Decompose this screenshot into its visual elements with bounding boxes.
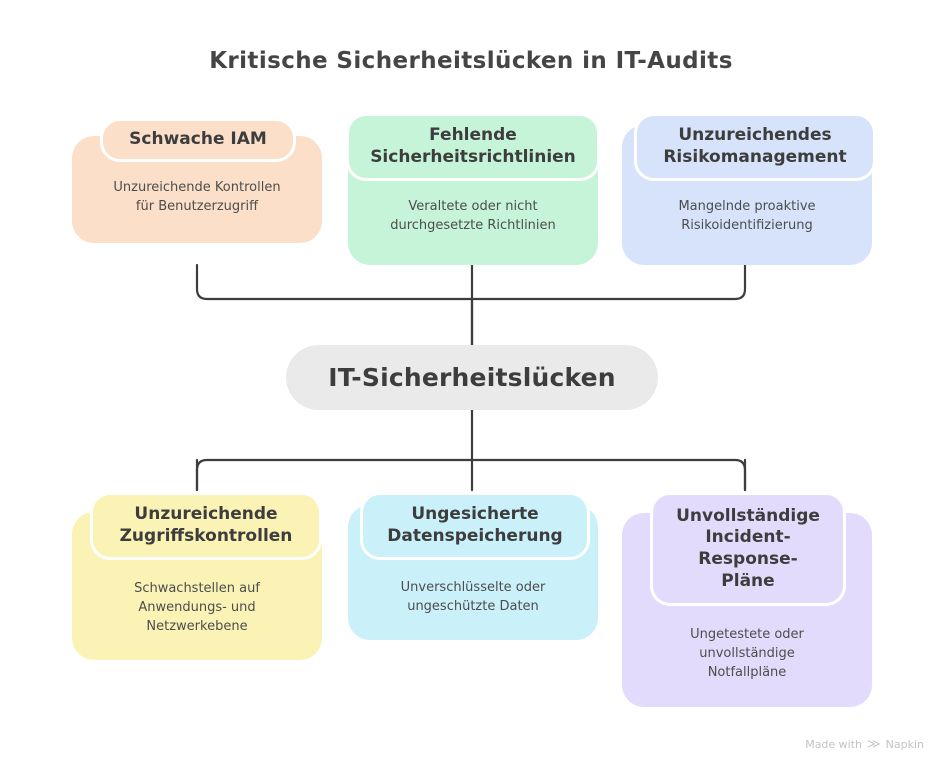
center-node-label: IT-Sicherheitslücken bbox=[328, 363, 616, 392]
card-heading: Ungesicherte Datenspeicherung bbox=[387, 504, 563, 546]
card-unzureichendes-risikomanagement-body: Mangelnde proaktive Risikoidentifizierun… bbox=[678, 199, 816, 234]
card-unzureichende-zugriffskontrollen-body: Schwachstellen auf Anwendungs- und Netzw… bbox=[134, 581, 260, 635]
card-schwache-iam-heading-pill[interactable]: Schwache IAM bbox=[100, 118, 296, 162]
card-ungesicherte-datenspeicherung-heading-pill[interactable]: Ungesicherte Datenspeicherung bbox=[360, 492, 590, 560]
napkin-watermark: Made with ≫ Napkin bbox=[805, 738, 924, 751]
card-ungesicherte-datenspeicherung-body: Unverschlüsselte oder ungeschützte Daten bbox=[400, 580, 546, 615]
card-heading: Unzureichende Zugriffskontrollen bbox=[119, 504, 293, 546]
card-heading: Schwache IAM bbox=[129, 129, 267, 150]
card-heading: Fehlende Sicherheitsrichtlinien bbox=[370, 125, 576, 167]
card-fehlende-sicherheitsrichtlinien-heading-pill[interactable]: Fehlende Sicherheitsrichtlinien bbox=[346, 113, 600, 181]
card-schwache-iam-body: Unzureichende Kontrollen für Benutzerzug… bbox=[113, 180, 281, 215]
card-fehlende-sicherheitsrichtlinien-body: Veraltete oder nicht durchgesetzte Richt… bbox=[390, 199, 556, 234]
card-heading: Unvollständige Incident- Response- Pläne bbox=[676, 505, 820, 591]
center-node[interactable]: IT-Sicherheitslücken bbox=[286, 345, 658, 410]
card-heading: Unzureichendes Risikomanagement bbox=[663, 125, 847, 167]
watermark-brand: Napkin bbox=[885, 738, 924, 751]
watermark-prefix: Made with bbox=[805, 738, 863, 751]
card-unzureichendes-risikomanagement-heading-pill[interactable]: Unzureichendes Risikomanagement bbox=[634, 113, 876, 181]
napkin-logo-icon: ≫ bbox=[867, 737, 881, 752]
card-unvollstaendige-incident-response-plaene-body: Ungetestete oder unvollständige Notfallp… bbox=[690, 627, 804, 681]
card-unvollstaendige-incident-response-plaene-heading-pill[interactable]: Unvollständige Incident- Response- Pläne bbox=[650, 492, 846, 606]
card-unzureichende-zugriffskontrollen-heading-pill[interactable]: Unzureichende Zugriffskontrollen bbox=[90, 492, 322, 560]
page-title: Kritische Sicherheitslücken in IT-Audits bbox=[209, 48, 733, 74]
